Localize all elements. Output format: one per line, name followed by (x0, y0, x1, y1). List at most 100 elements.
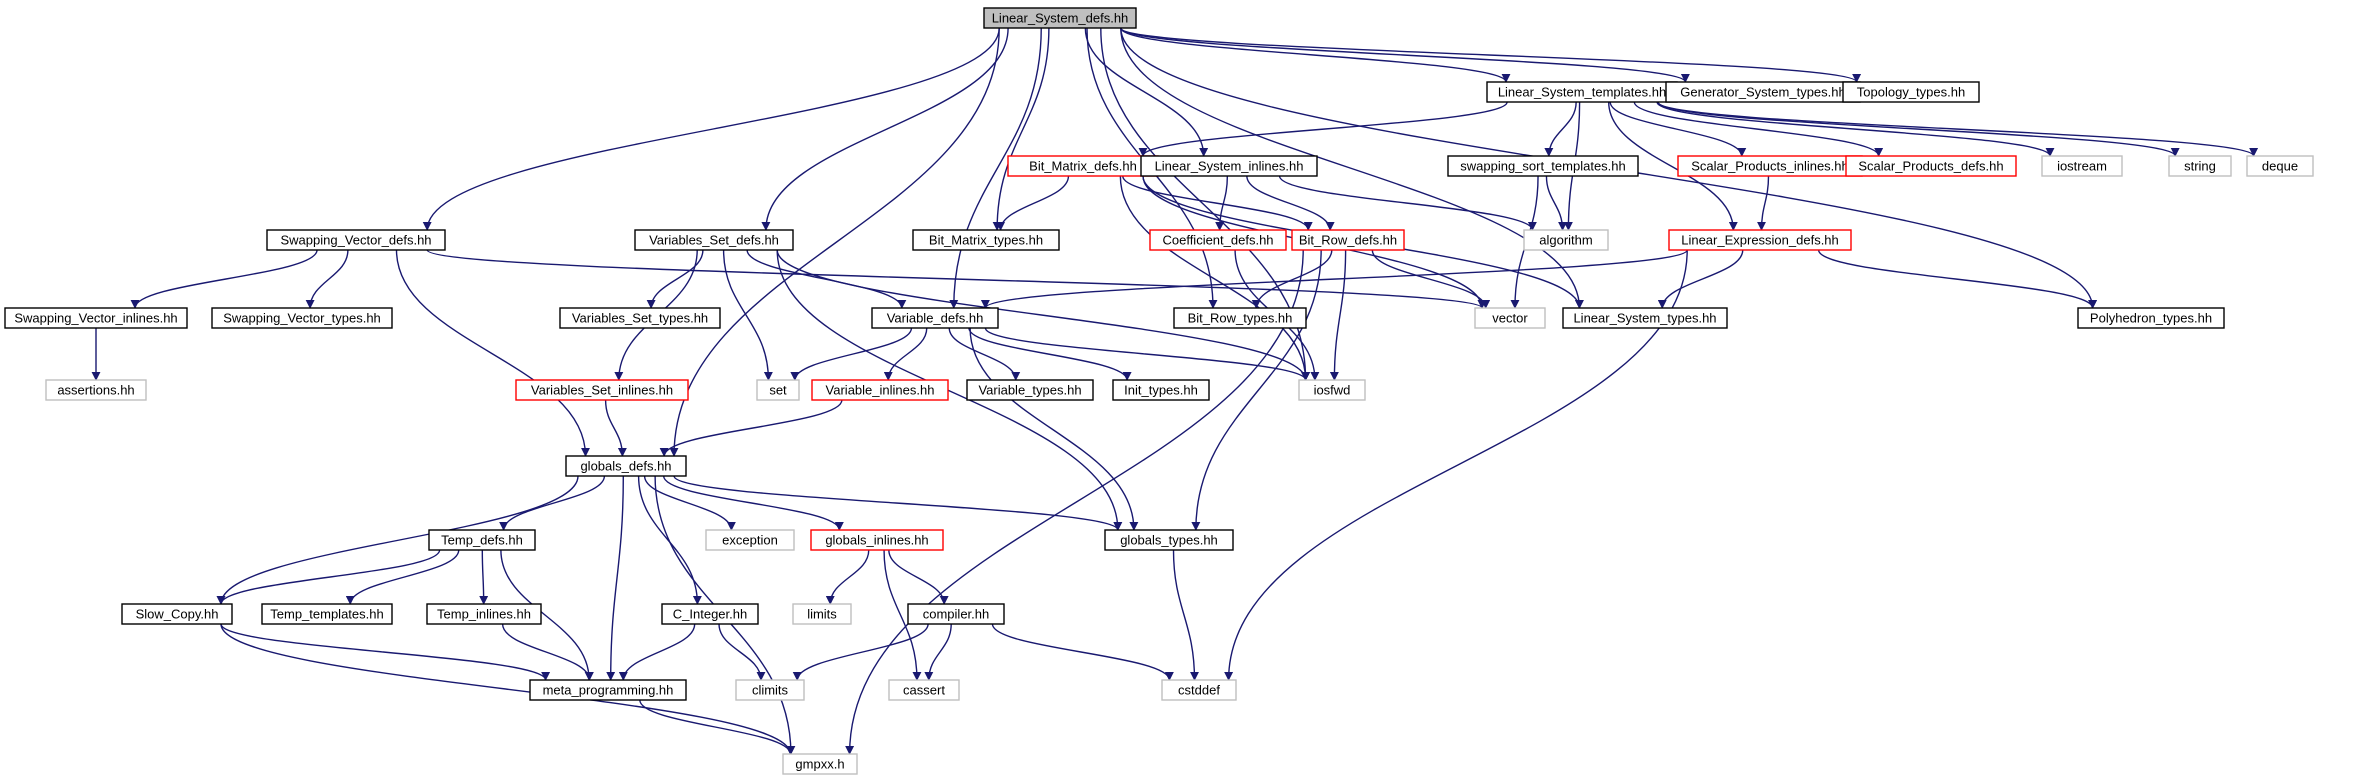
node-topology-types-hh[interactable]: Topology_types.hh (1842, 81, 1980, 103)
edge-bit-row-defs-hh-to-iosfwd (1329, 249, 1347, 381)
edge-variables-set-defs-hh-to-variable-defs-hh (746, 249, 907, 309)
node-label: Swapping_Vector_defs.hh (280, 233, 431, 248)
node-label: Linear_System_defs.hh (992, 11, 1129, 26)
node-box (810, 529, 944, 551)
node-assertions-hh: assertions.hh (45, 379, 147, 401)
node-label: Polyhedron_types.hh (2090, 311, 2212, 326)
node-box (428, 529, 536, 551)
node-label: compiler.hh (923, 607, 989, 622)
node-variables-set-inlines-hh[interactable]: Variables_Set_inlines.hh (515, 379, 689, 401)
node-variable-inlines-hh[interactable]: Variable_inlines.hh (811, 379, 949, 401)
edge-temp-defs-hh-to-temp-inlines-hh (479, 549, 489, 605)
edge-variable-defs-hh-to-set (790, 327, 913, 381)
node-box (515, 379, 689, 401)
node-label: Variables_Set_inlines.hh (531, 383, 673, 398)
node-scalar-products-defs-hh[interactable]: Scalar_Products_defs.hh (1845, 155, 2017, 177)
node-box (792, 603, 852, 625)
node-box (121, 603, 233, 625)
node-scalar-products-inlines-hh[interactable]: Scalar_Products_inlines.hh (1677, 155, 1863, 177)
edge-variable-defs-hh-to-variable-types-hh (948, 327, 1021, 381)
edge-slow-copy-hh-to-meta-programming-hh (220, 623, 550, 681)
node-compiler-hh[interactable]: compiler.hh (907, 603, 1005, 625)
node-linear-system-inlines-hh[interactable]: Linear_System_inlines.hh (1140, 155, 1318, 177)
edge-linear-system-defs-hh-to-linear-system-types-hh (1120, 27, 1584, 309)
node-polyhedron-types-hh[interactable]: Polyhedron_types.hh (2077, 307, 2225, 329)
edge-bit-row-defs-hh-to-bit-row-types-hh (1251, 249, 1333, 309)
edge-linear-system-templates-hh-to-swapping-sort-templates-hh (1544, 101, 1577, 157)
node-box (811, 379, 949, 401)
node-label: Variables_Set_types.hh (572, 311, 708, 326)
node-init-types-hh[interactable]: Init_types.hh (1112, 379, 1210, 401)
node-globals-inlines-hh[interactable]: globals_inlines.hh (810, 529, 944, 551)
node-label: gmpxx.h (795, 757, 844, 772)
node-meta-programming-hh[interactable]: meta_programming.hh (529, 679, 687, 701)
edge-temp-inlines-hh-to-meta-programming-hh (501, 623, 594, 681)
edge-variable-defs-hh-to-globals-types-hh (969, 327, 1139, 531)
node-swapping-vector-defs-hh[interactable]: Swapping_Vector_defs.hh (266, 229, 446, 251)
node-globals-defs-hh[interactable]: globals_defs.hh (565, 455, 687, 477)
node-temp-defs-hh[interactable]: Temp_defs.hh (428, 529, 536, 551)
node-variable-types-hh[interactable]: Variable_types.hh (966, 379, 1094, 401)
node-linear-system-types-hh[interactable]: Linear_System_types.hh (1562, 307, 1728, 329)
node-label: string (2184, 159, 2216, 174)
node-bit-matrix-defs-hh[interactable]: Bit_Matrix_defs.hh (1007, 155, 1159, 177)
node-box (426, 603, 542, 625)
node-exception: exception (705, 529, 795, 551)
node-label: Bit_Row_types.hh (1188, 311, 1293, 326)
node-bit-matrix-types-hh[interactable]: Bit_Matrix_types.hh (912, 229, 1060, 251)
node-box (1474, 307, 1546, 329)
node-box (661, 603, 759, 625)
node-box (266, 229, 446, 251)
edge-globals-inlines-hh-to-cassert (883, 549, 922, 681)
node-box (4, 307, 188, 329)
edge-variables-set-inlines-hh-to-globals-defs-hh (604, 399, 627, 457)
edge-linear-system-templates-hh-to-scalar-products-defs-hh (1633, 101, 1884, 157)
node-swapping-vector-inlines-hh[interactable]: Swapping_Vector_inlines.hh (4, 307, 188, 329)
node-box (871, 307, 999, 329)
node-label: Scalar_Products_inlines.hh (1691, 159, 1849, 174)
node-climits: climits (735, 679, 805, 701)
node-slow-copy-hh[interactable]: Slow_Copy.hh (121, 603, 233, 625)
node-label: Slow_Copy.hh (136, 607, 219, 622)
node-box (1842, 81, 1980, 103)
edge-globals-defs-hh-to-globals-inlines-hh (662, 475, 844, 531)
node-box (1291, 229, 1405, 251)
node-box (634, 229, 794, 251)
edge-variable-defs-hh-to-iosfwd (984, 327, 1310, 381)
node-linear-expression-defs-hh[interactable]: Linear_Expression_defs.hh (1668, 229, 1852, 251)
node-label: deque (2262, 159, 2298, 174)
node-label: Variable_defs.hh (887, 311, 984, 326)
node-label: vector (1492, 311, 1528, 326)
node-label: Swapping_Vector_inlines.hh (14, 311, 177, 326)
node-swapping-vector-types-hh[interactable]: Swapping_Vector_types.hh (211, 307, 393, 329)
node-bit-row-types-hh[interactable]: Bit_Row_types.hh (1173, 307, 1307, 329)
edge-linear-system-defs-hh-to-variable-defs-hh (949, 27, 1042, 309)
node-variables-set-types-hh[interactable]: Variables_Set_types.hh (559, 307, 721, 329)
node-temp-templates-hh[interactable]: Temp_templates.hh (261, 603, 393, 625)
node-coefficient-defs-hh[interactable]: Coefficient_defs.hh (1149, 229, 1287, 251)
node-globals-types-hh[interactable]: globals_types.hh (1104, 529, 1234, 551)
node-label: Coefficient_defs.hh (1162, 233, 1273, 248)
node-generator-system-types-hh[interactable]: Generator_System_types.hh (1665, 81, 1861, 103)
node-temp-inlines-hh[interactable]: Temp_inlines.hh (426, 603, 542, 625)
node-linear-system-defs-hh[interactable]: Linear_System_defs.hh (983, 7, 1137, 29)
edge-linear-system-defs-hh-to-linear-system-templates-hh (1120, 27, 1511, 83)
node-box (45, 379, 147, 401)
edge-bit-row-defs-hh-to-globals-types-hh (1191, 249, 1322, 531)
edge-temp-defs-hh-to-meta-programming-hh (500, 549, 594, 681)
node-swapping-sort-templates-hh[interactable]: swapping_sort_templates.hh (1447, 155, 1639, 177)
node-variable-defs-hh[interactable]: Variable_defs.hh (871, 307, 999, 329)
node-box (1447, 155, 1639, 177)
edge-linear-expression-defs-hh-to-variable-defs-hh (981, 249, 1688, 309)
node-label: Init_types.hh (1124, 383, 1198, 398)
node-linear-system-templates-hh[interactable]: Linear_System_templates.hh (1486, 81, 1678, 103)
node-c-integer-hh[interactable]: C_Integer.hh (661, 603, 759, 625)
node-variables-set-defs-hh[interactable]: Variables_Set_defs.hh (634, 229, 794, 251)
node-label: exception (722, 533, 778, 548)
node-label: globals_types.hh (1120, 533, 1218, 548)
edge-linear-system-inlines-hh-to-coefficient-defs-hh (1215, 175, 1229, 231)
node-box (2041, 155, 2123, 177)
node-bit-row-defs-hh[interactable]: Bit_Row_defs.hh (1291, 229, 1405, 251)
node-box (1173, 307, 1307, 329)
edge-linear-system-defs-hh-to-swapping-vector-defs-hh (422, 27, 1000, 231)
